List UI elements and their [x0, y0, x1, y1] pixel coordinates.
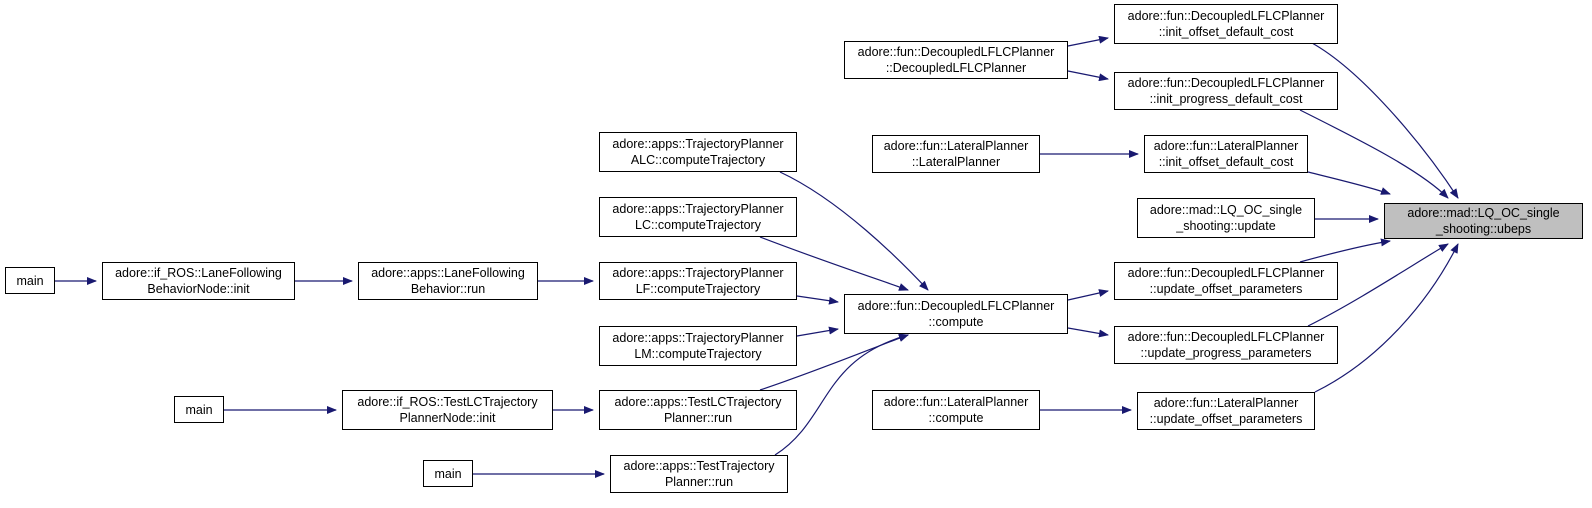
node-lq-oc-update[interactable]: adore::mad::LQ_OC_single _shooting::upda…	[1137, 198, 1315, 238]
node-label-line1: adore::fun::LateralPlanner	[883, 139, 1029, 153]
node-trajectory-planner-alc[interactable]: adore::apps::TrajectoryPlanner ALC::comp…	[599, 132, 797, 172]
node-main-2[interactable]: main	[174, 396, 224, 423]
node-label-line1: adore::apps::TrajectoryPlanner	[612, 137, 784, 151]
edge-lateral-update-to-target	[1314, 243, 1459, 393]
edge-lf-to-compute	[796, 295, 839, 305]
node-label-line1: adore::if_ROS::LaneFollowing	[115, 266, 282, 280]
node-label-line1: adore::fun::DecoupledLFLCPlanner	[1127, 9, 1325, 23]
node-init-progress-default-cost[interactable]: adore::fun::DecoupledLFLCPlanner ::init_…	[1114, 72, 1338, 110]
node-label-line1: main	[185, 402, 213, 417]
node-label-line1: adore::fun::LateralPlanner	[883, 395, 1029, 409]
edge-update-progress-to-target	[1307, 243, 1449, 327]
node-label-line2: ::update_offset_parameters	[1149, 412, 1303, 426]
edge-ctor-to-init-offset	[1067, 35, 1109, 47]
node-decoupled-lflc-planner-ctor[interactable]: adore::fun::DecoupledLFLCPlanner ::Decou…	[844, 41, 1068, 79]
node-init-offset-default-cost[interactable]: adore::fun::DecoupledLFLCPlanner ::init_…	[1114, 4, 1338, 44]
node-label-line1: adore::apps::TestTrajectory	[623, 459, 775, 473]
node-label-line2: LF::computeTrajectory	[635, 282, 761, 296]
node-label-line1: adore::fun::DecoupledLFLCPlanner	[1127, 330, 1325, 344]
node-label-line2: ::init_progress_default_cost	[1149, 92, 1303, 106]
node-label-line1: adore::fun::LateralPlanner	[1153, 396, 1299, 410]
node-label-line2: ::LateralPlanner	[911, 155, 1001, 169]
edge-alc-to-compute	[779, 171, 929, 291]
node-label-line1: adore::if_ROS::TestLCTrajectory	[357, 395, 538, 409]
edge-compute-to-update-offset	[1067, 289, 1109, 301]
node-label-line2: ::compute	[928, 315, 984, 329]
node-trajectory-planner-lf[interactable]: adore::apps::TrajectoryPlanner LF::compu…	[599, 262, 797, 300]
node-label-line1: main	[434, 466, 462, 481]
node-lane-following-behavior-node-init[interactable]: adore::if_ROS::LaneFollowing BehaviorNod…	[102, 262, 295, 300]
node-label-line2: PlannerNode::init	[399, 411, 496, 425]
node-lateral-planner-ctor[interactable]: adore::fun::LateralPlanner ::LateralPlan…	[872, 135, 1040, 173]
node-label-line1: main	[16, 273, 44, 288]
edge-compute-to-update-progress	[1067, 327, 1109, 338]
node-label-line1: adore::fun::DecoupledLFLCPlanner	[857, 299, 1055, 313]
node-label-line2: LC::computeTrajectory	[635, 218, 761, 232]
node-label-line1: adore::fun::DecoupledLFLCPlanner	[1127, 76, 1325, 90]
node-label-line1: adore::apps::LaneFollowing	[371, 266, 525, 280]
node-label-line2: LM::computeTrajectory	[634, 347, 762, 361]
node-test-trajectory-planner-run[interactable]: adore::apps::TestTrajectory Planner::run	[610, 455, 788, 493]
edge-init-offset-to-target	[1311, 42, 1459, 199]
node-label-line2: Planner::run	[664, 475, 734, 489]
node-label-line2: _shooting::update	[1176, 219, 1276, 233]
node-lateral-planner-update-offset[interactable]: adore::fun::LateralPlanner ::update_offs…	[1137, 392, 1315, 430]
edge-test-tp-run-to-compute	[774, 333, 909, 456]
node-label-line1: adore::apps::TestLCTrajectory	[614, 395, 782, 409]
node-decoupled-lflc-planner-compute[interactable]: adore::fun::DecoupledLFLCPlanner ::compu…	[844, 294, 1068, 334]
node-label-line2: ::init_offset_default_cost	[1158, 25, 1294, 39]
edge-lm-to-compute	[796, 326, 839, 337]
node-label-line2: ::DecoupledLFLCPlanner	[885, 61, 1027, 75]
node-label-line2: Planner::run	[663, 411, 733, 425]
node-lateral-planner-init-offset[interactable]: adore::fun::LateralPlanner ::init_offset…	[1144, 135, 1308, 173]
node-label-line2: ::compute	[928, 411, 984, 425]
node-label-line2: ::update_progress_parameters	[1140, 346, 1312, 360]
node-label-line2: BehaviorNode::init	[147, 282, 250, 296]
node-label-line1: adore::fun::DecoupledLFLCPlanner	[857, 45, 1055, 59]
node-lq-oc-ubeps[interactable]: adore::mad::LQ_OC_single _shooting::ubep…	[1384, 203, 1583, 239]
node-lane-following-behavior-run[interactable]: adore::apps::LaneFollowing Behavior::run	[358, 262, 538, 300]
node-trajectory-planner-lm[interactable]: adore::apps::TrajectoryPlanner LM::compu…	[599, 326, 797, 366]
node-label-line1: adore::fun::LateralPlanner	[1153, 139, 1299, 153]
edge-update-offset-to-target	[1299, 238, 1391, 263]
node-label-line2: ::update_offset_parameters	[1149, 282, 1303, 296]
node-label-line1: adore::fun::DecoupledLFLCPlanner	[1127, 266, 1325, 280]
node-trajectory-planner-lc[interactable]: adore::apps::TrajectoryPlanner LC::compu…	[599, 197, 797, 237]
node-update-offset-parameters[interactable]: adore::fun::DecoupledLFLCPlanner ::updat…	[1114, 262, 1338, 300]
node-label-line1: adore::apps::TrajectoryPlanner	[612, 331, 784, 345]
node-label-line2: ALC::computeTrajectory	[630, 153, 766, 167]
node-label-line1: adore::apps::TrajectoryPlanner	[612, 202, 784, 216]
node-label-line1: adore::mad::LQ_OC_single	[1149, 203, 1303, 217]
node-label-line2: ::init_offset_default_cost	[1158, 155, 1294, 169]
node-main-3[interactable]: main	[423, 460, 473, 487]
edge-ctor-to-init-progress	[1067, 70, 1109, 82]
node-label-line2: Behavior::run	[410, 282, 486, 296]
node-label-line1: adore::mad::LQ_OC_single	[1407, 206, 1560, 220]
edge-lc-to-compute	[759, 236, 909, 291]
node-lateral-planner-compute[interactable]: adore::fun::LateralPlanner ::compute	[872, 390, 1040, 430]
node-main-1[interactable]: main	[5, 267, 55, 294]
node-test-lc-trajectory-planner-node-init[interactable]: adore::if_ROS::TestLCTrajectory PlannerN…	[342, 390, 553, 430]
node-label-line2: _shooting::ubeps	[1435, 222, 1532, 236]
edge-init-progress-to-target	[1299, 109, 1449, 199]
edge-lateral-init-to-target	[1307, 171, 1391, 195]
node-label-line1: adore::apps::TrajectoryPlanner	[612, 266, 784, 280]
node-test-lc-trajectory-planner-run[interactable]: adore::apps::TestLCTrajectory Planner::r…	[599, 390, 797, 430]
node-update-progress-parameters[interactable]: adore::fun::DecoupledLFLCPlanner ::updat…	[1114, 326, 1338, 364]
